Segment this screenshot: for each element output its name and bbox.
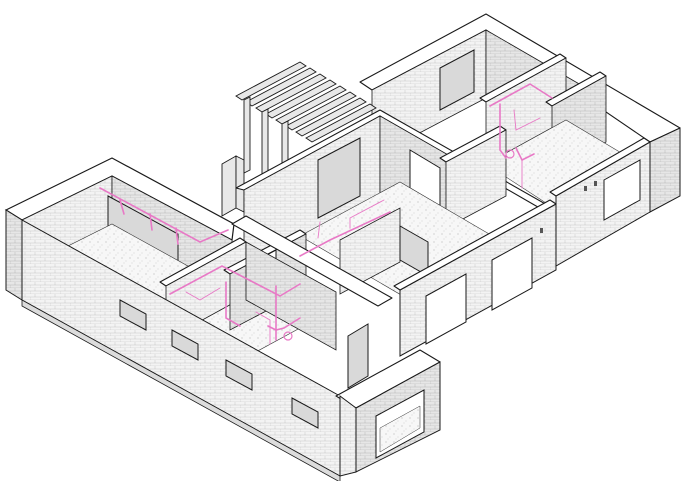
facade-window-2 — [491, 237, 533, 311]
left-wing-end-wall — [5, 209, 23, 301]
left-wing-plinth — [21, 299, 341, 481]
front-block-floor — [379, 405, 421, 453]
pergola-post-b — [261, 108, 269, 176]
pergola-post-a — [243, 96, 251, 174]
back-window — [439, 49, 475, 111]
pergola — [221, 61, 377, 217]
corridor-cap — [231, 215, 393, 307]
central-facade-cap — [393, 199, 557, 291]
corridor-wall — [245, 241, 337, 351]
facade-slot-window-3 — [225, 359, 253, 391]
facade-slot-window-1 — [119, 299, 147, 331]
back-right-end-wall — [649, 127, 681, 213]
central-block — [235, 109, 557, 357]
outlet-2 — [594, 181, 597, 186]
corridor-door — [347, 323, 369, 389]
outlet-1 — [584, 186, 587, 191]
plumbing-icon — [99, 83, 553, 345]
facade-slot-window-2 — [171, 329, 199, 361]
central-back-window — [317, 137, 361, 219]
partition-wall — [445, 129, 507, 229]
outlet-3 — [540, 228, 543, 233]
facade-slot-window-4 — [291, 397, 319, 429]
left-wing — [4, 157, 441, 481]
facade-window-1 — [425, 273, 467, 345]
right-wing-window — [603, 159, 641, 221]
front-block-corner — [339, 395, 357, 477]
right-wing-facade-cap — [549, 137, 651, 197]
pergola-post-left — [221, 155, 237, 217]
